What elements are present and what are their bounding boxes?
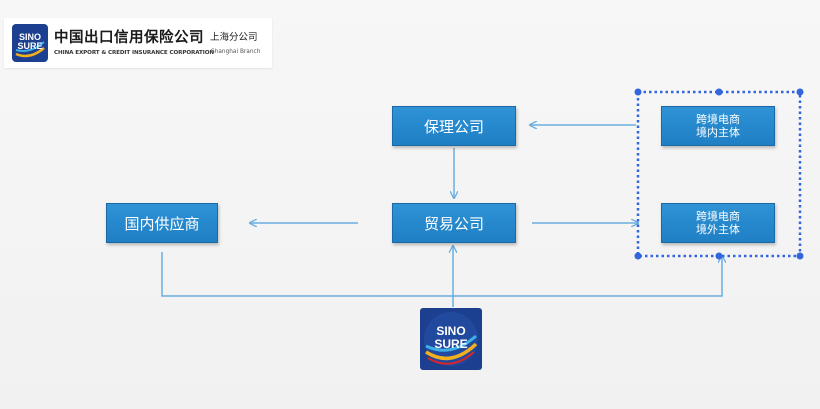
factoring-company-node[interactable]: 保理公司 [392, 106, 516, 146]
cross-border-overseas-entity-node[interactable]: 跨境电商 境外主体 [661, 203, 775, 243]
overseas-entity-line1: 跨境电商 [696, 210, 740, 223]
connector-supplier-to-overseas [161, 252, 722, 297]
overseas-entity-line2: 境外主体 [696, 223, 740, 236]
branch-name-en: Shanghai Branch [211, 49, 261, 55]
logo-mark-line1: SINO [19, 32, 41, 42]
selection-handle-top-center[interactable] [715, 88, 723, 96]
domestic-entity-line2: 境内主体 [696, 126, 740, 139]
sinosure-header-logo: SINO SURE 中国出口信用保险公司 CHINA EXPORT & CRED… [4, 18, 272, 68]
trading-company-node[interactable]: 贸易公司 [392, 203, 516, 243]
sinosure-logo-node[interactable]: SINO SURE [420, 308, 482, 370]
selection-handle-bottom-right[interactable] [796, 252, 804, 260]
logo-mark-line2: SURE [17, 41, 42, 51]
selection-handle-top-left[interactable] [634, 88, 642, 96]
company-name-en: CHINA EXPORT & CREDIT INSURANCE CORPORAT… [54, 50, 214, 56]
selection-handle-bottom-center[interactable] [715, 252, 723, 260]
domestic-entity-line1: 跨境电商 [696, 113, 740, 126]
selection-handle-bottom-left[interactable] [634, 252, 642, 260]
domestic-supplier-label: 国内供应商 [124, 214, 200, 233]
factoring-company-label: 保理公司 [423, 117, 484, 136]
company-name-cn: 中国出口信用保险公司 [54, 30, 204, 46]
domestic-supplier-node[interactable]: 国内供应商 [106, 203, 218, 243]
sinosure-line2: SURE [434, 337, 467, 351]
cross-border-domestic-entity-node[interactable]: 跨境电商 境内主体 [661, 106, 775, 146]
trading-company-label: 贸易公司 [423, 214, 484, 233]
sinosure-mark-icon: SINO SURE [12, 24, 48, 62]
sinosure-line1: SINO [436, 324, 465, 338]
selection-handle-top-right[interactable] [796, 88, 804, 96]
branch-name-cn: 上海分公司 [210, 32, 258, 43]
